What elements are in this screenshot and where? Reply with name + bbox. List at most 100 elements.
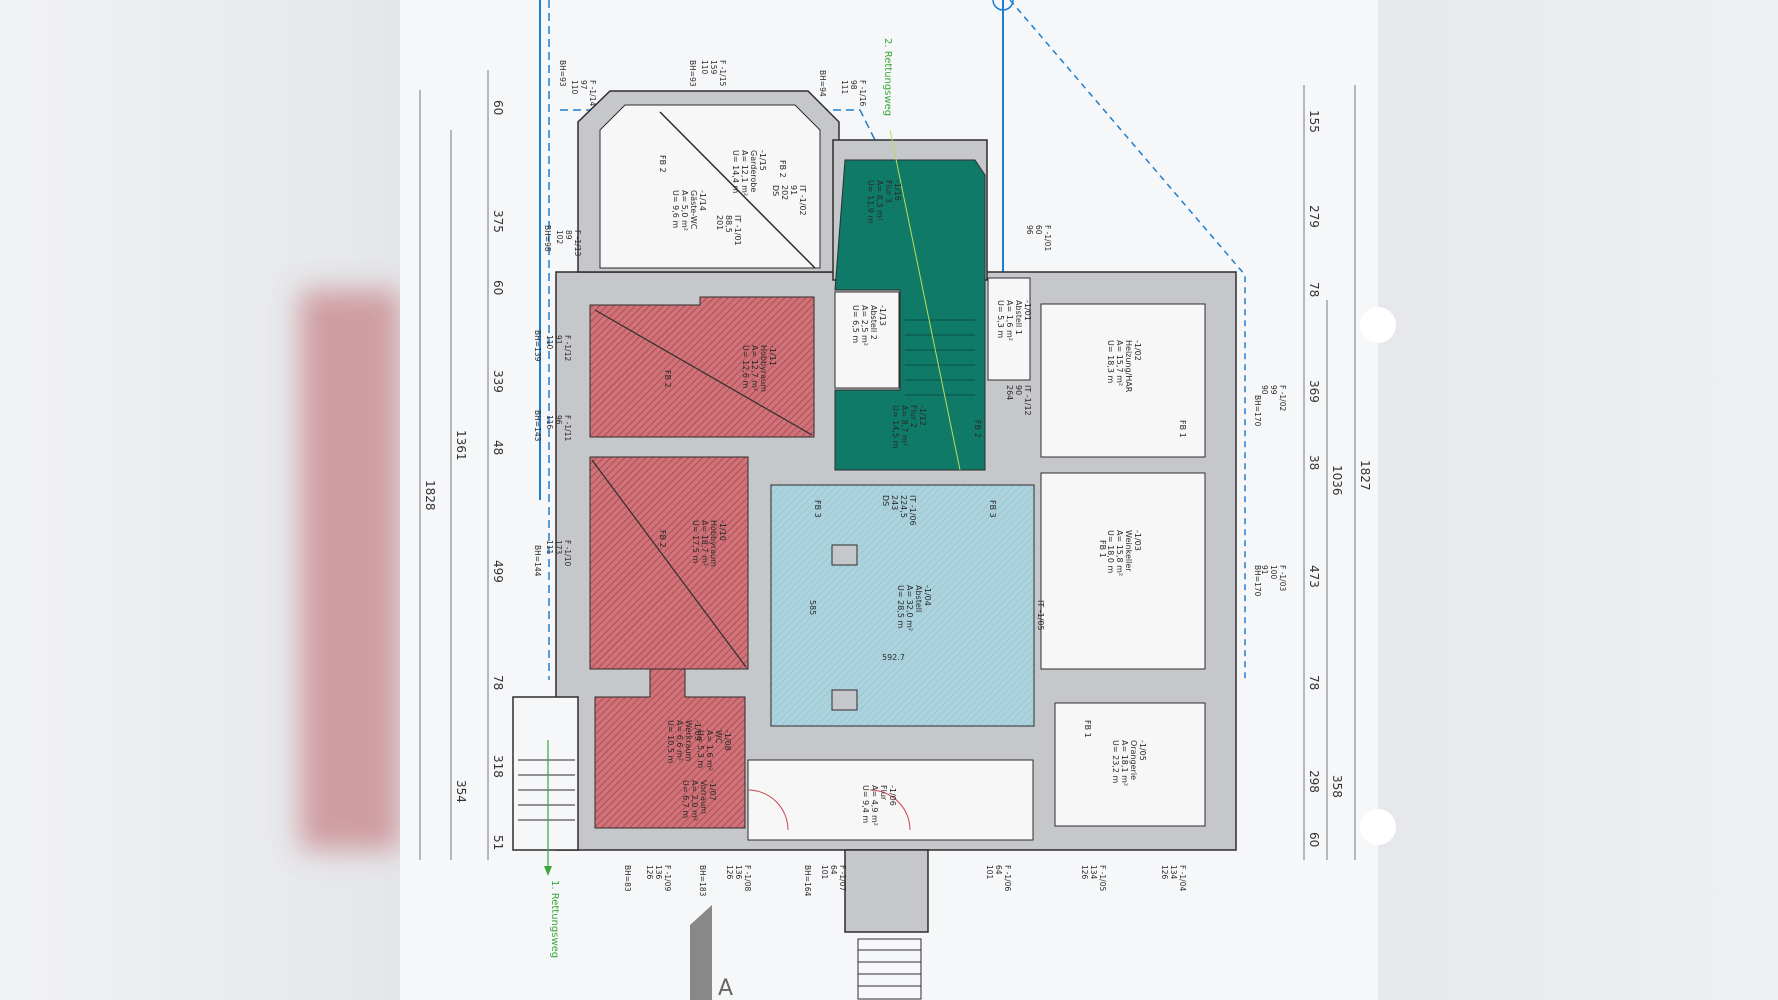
door-swing <box>747 789 789 831</box>
label-line: F -1/16 <box>858 80 867 106</box>
room-label: -1/10HobbyraumA= 18,7 m²U= 17,5 m <box>691 520 727 567</box>
label-line: 116 <box>545 415 554 430</box>
door-label: IT -1/05 <box>1036 600 1045 631</box>
label-line: U= 14,5 m <box>891 405 900 448</box>
label-line: 96 <box>554 415 563 425</box>
label-line: 60 <box>1034 225 1043 235</box>
label-line: 159 <box>709 60 718 75</box>
fire-zone-label: FB 3 <box>813 500 822 518</box>
room-label: -1/05OrangerieA= 18,1 m²U= 23,2 m <box>1111 740 1147 786</box>
measure-label: 585 <box>808 600 817 615</box>
label-line: A= 1,6 m² <box>705 730 714 771</box>
room-abstell-1 <box>987 277 1031 381</box>
label-line: U= 5,3 m <box>696 730 705 768</box>
label-line: 201 <box>715 215 724 230</box>
label-line: Weinkeller <box>1124 530 1133 572</box>
label-line: F -1/13 <box>573 230 582 256</box>
label-line: A= 12,7 m² <box>750 345 759 391</box>
label-line: -1/13 <box>878 305 887 326</box>
punch-hole <box>1360 809 1396 845</box>
label-line: A= 1,6 m² <box>1005 300 1014 341</box>
label-line: -1/04 <box>923 585 932 606</box>
label-line: 111 <box>545 540 554 555</box>
dimension-label: 318 <box>491 755 505 778</box>
fire-zone-label: FB 2 <box>778 160 787 178</box>
dimension-label: 78 <box>1307 675 1321 690</box>
door-label: IT -1/0188,5201 <box>715 215 742 246</box>
label-line: BH=164 <box>803 865 812 897</box>
label-line: -1/07 <box>708 780 717 801</box>
label-line: U= 17,5 m <box>691 520 700 563</box>
room-label: -1/09WerkraumA= 6,6 m²U= 10,5 m <box>666 720 702 763</box>
label-line: 202 <box>780 185 789 200</box>
door-label: IT -1/0291202DS <box>771 185 807 216</box>
room-divider <box>594 309 813 436</box>
label-line: F -1/06 <box>1003 865 1012 891</box>
label-line: -1/09 <box>693 720 702 741</box>
room-weinkeller <box>1040 472 1206 670</box>
measure-label: 592.7 <box>882 653 905 662</box>
label-line: 134 <box>1089 865 1098 880</box>
label-line: -1/10 <box>718 520 727 541</box>
label-line: IT -1/01 <box>733 215 742 246</box>
label-line: F -1/10 <box>563 540 572 566</box>
label-line: 134 <box>1169 865 1178 880</box>
label-line: IT -1/02 <box>798 185 807 216</box>
label-line: BH=83 <box>623 865 632 892</box>
label-line: -1/03 <box>1133 530 1142 551</box>
room-label: -1/01Abstell 1A= 1,6 m²U= 5,3 m <box>996 300 1032 341</box>
dimension-label: 1361 <box>454 430 468 461</box>
window-tag: BH=170 <box>1253 565 1262 597</box>
label-line: 126 <box>1160 865 1169 880</box>
label-line: A= 8,7 m² <box>900 405 909 446</box>
window-tag: F -1/0664101 <box>985 865 1012 891</box>
label-line: A= 2,0 m² <box>690 780 699 821</box>
label-line: A= 4,9 m² <box>870 785 879 826</box>
room-abstell-2 <box>834 291 900 389</box>
label-line: 100 <box>1269 565 1278 580</box>
label-line: DS <box>881 495 890 506</box>
room-divider <box>659 111 816 269</box>
label-line: F -1/15 <box>718 60 727 86</box>
dimension-label: 279 <box>1307 205 1321 228</box>
label-line: 102 <box>555 230 564 245</box>
label-line: U= 6,5 m <box>851 305 860 343</box>
window-tag: F -1/1196116 <box>545 415 572 441</box>
label-line: 64 <box>829 865 838 875</box>
label-line: Abstell 1 <box>1014 300 1023 335</box>
dimension-label: 1828 <box>423 480 437 511</box>
dimension-label: 369 <box>1307 380 1321 403</box>
label-line: Garderobe <box>749 150 758 192</box>
stair-steps <box>905 319 975 396</box>
label-line: 126 <box>1080 865 1089 880</box>
label-line: F -1/11 <box>563 415 572 441</box>
label-line: U= 9,6 m <box>671 190 680 228</box>
label-line: 91 <box>1260 565 1269 575</box>
escape-arrow-icon <box>544 866 552 876</box>
room-garderobe-wc <box>599 104 821 269</box>
label-line: 224,5 <box>899 495 908 518</box>
label-line: 136 <box>734 865 743 880</box>
label-line: BH=94 <box>818 70 827 97</box>
label-line: 173 <box>554 540 563 555</box>
fire-zone-label: FB 3 <box>988 500 997 518</box>
room-label: -1/12Flur 2A= 8,7 m²U= 14,5 m <box>891 405 927 448</box>
label-line: F -1/14 <box>588 80 597 106</box>
label-line: U= 14,4 m <box>731 150 740 193</box>
room-flur <box>747 759 1034 841</box>
label-line: -1/02 <box>1133 340 1142 361</box>
window-tag: BH=94 <box>818 70 827 97</box>
fire-zone-label: FB 2 <box>973 420 982 438</box>
label-line: -1/12 <box>918 405 927 426</box>
dimension-label: 375 <box>491 210 505 233</box>
label-line: -1/11 <box>768 345 777 366</box>
label-line: 89 <box>564 230 573 240</box>
label-line: U= 18,3 m <box>1106 340 1115 383</box>
label-line: Abstell <box>914 585 923 612</box>
label-line: U= 11,9 m <box>866 180 875 223</box>
exterior-stairs-bottom <box>857 938 922 1000</box>
blurred-background-right <box>1378 0 1778 1000</box>
window-tag: F -1/05134126 <box>1080 865 1107 891</box>
label-line: Orangerie <box>1129 740 1138 780</box>
